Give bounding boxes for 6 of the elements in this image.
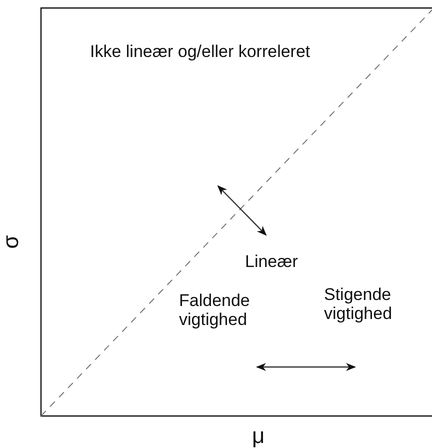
region-label: Faldende vigtighed	[179, 291, 251, 329]
region-label: Stigende vigtighed	[324, 285, 394, 323]
region-label: Lineær	[245, 252, 298, 271]
axis-label: μ	[252, 424, 265, 448]
axis-label: σ	[0, 235, 23, 249]
region-label: Ikke lineær og/eller korreleret	[90, 42, 310, 61]
